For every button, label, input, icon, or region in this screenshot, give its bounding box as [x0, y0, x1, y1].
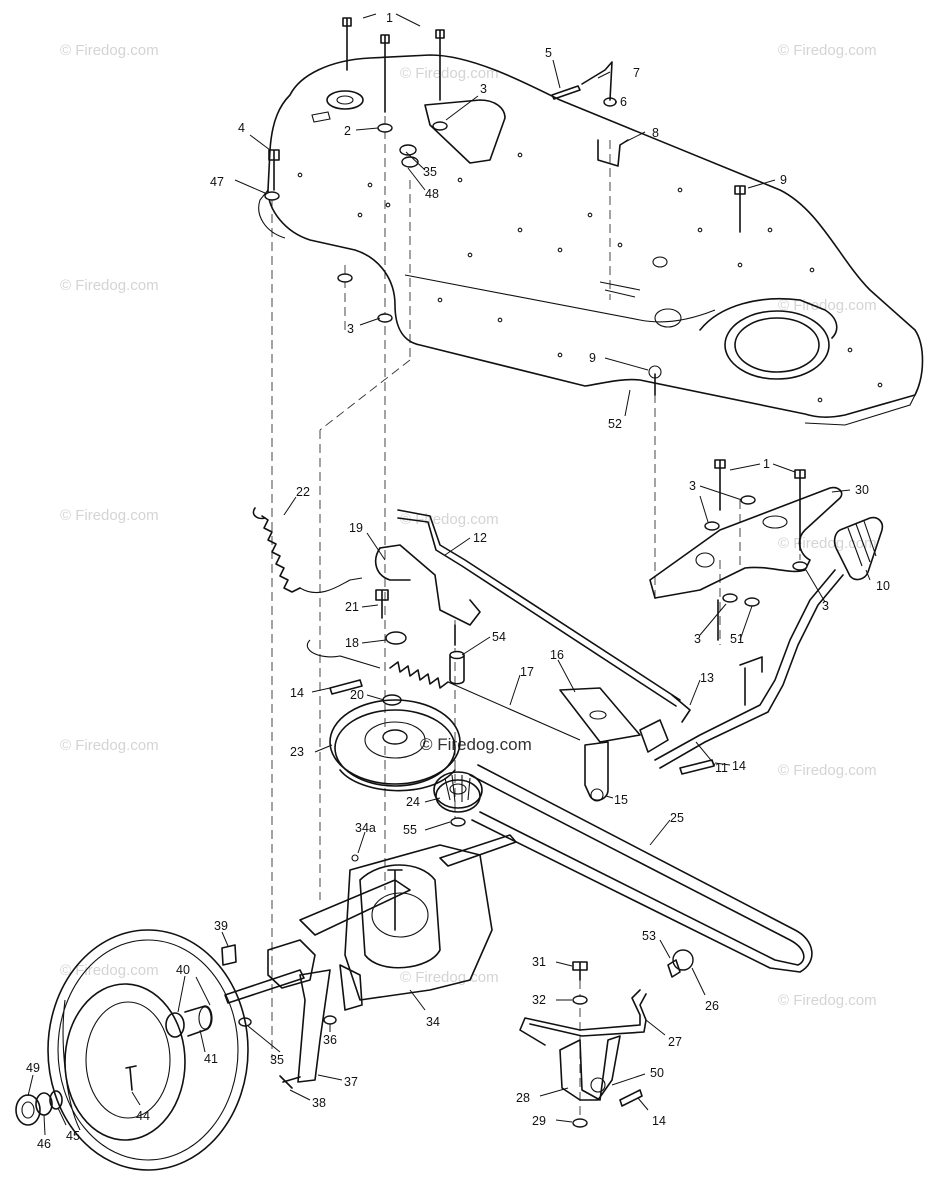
part-label: 9 [589, 351, 596, 365]
part-label: 16 [550, 648, 564, 662]
control-rod [374, 509, 691, 723]
part-label: 30 [855, 483, 869, 497]
watermark: © Firedog.com [778, 992, 877, 1009]
brake-parts [519, 949, 694, 1128]
transaxle [221, 834, 517, 1089]
part-label: 24 [406, 795, 420, 809]
part-label: 44 [136, 1109, 150, 1123]
part-label: 52 [608, 417, 622, 431]
idler-bracket [329, 679, 715, 802]
part-label: 25 [670, 811, 684, 825]
watermark: © Firedog.com [60, 962, 159, 979]
springs [252, 507, 581, 741]
part-label: 20 [350, 688, 364, 702]
part-label: 47 [210, 175, 224, 189]
watermark: © Firedog.com [400, 969, 499, 986]
control-bracket [649, 459, 884, 641]
part-label: 49 [26, 1061, 40, 1075]
part-label: 28 [516, 1091, 530, 1105]
part-label: 3 [822, 599, 829, 613]
watermark: © Firedog.com [778, 42, 877, 59]
part-label: 45 [66, 1129, 80, 1143]
watermark: © Firedog.com [60, 737, 159, 754]
callout-labels: 1 2 3 35 48 4 47 5 7 6 8 9 3 9 52 1 30 3… [26, 11, 890, 1151]
watermark: © Firedog.com [400, 65, 499, 82]
part-label: 31 [532, 955, 546, 969]
part-label: 3 [347, 322, 354, 336]
part-label: 27 [668, 1035, 682, 1049]
part-label: 23 [290, 745, 304, 759]
part-label: 36 [323, 1033, 337, 1047]
part-label: 54 [492, 630, 506, 644]
part-label: 10 [876, 579, 890, 593]
part-label: 14 [652, 1114, 666, 1128]
part-label: 5 [545, 46, 552, 60]
part-label: 13 [700, 671, 714, 685]
part-label: 38 [312, 1096, 326, 1110]
axle-spacers [165, 1005, 213, 1038]
frame-deck [258, 54, 924, 426]
part-label: 1 [386, 11, 393, 25]
part-label: 50 [650, 1066, 664, 1080]
part-label: 12 [473, 531, 487, 545]
part-label: 3 [480, 82, 487, 96]
wheel-tire [47, 929, 249, 1171]
part-label: 32 [532, 993, 546, 1007]
watermark: © Firedog.com [778, 535, 877, 552]
part-label: 9 [780, 173, 787, 187]
part-label: 41 [204, 1052, 218, 1066]
part-label: 19 [349, 521, 363, 535]
part-label: 48 [425, 187, 439, 201]
part-label: 26 [705, 999, 719, 1013]
part-label: 21 [345, 600, 359, 614]
watermark-center: © Firedog.com [420, 735, 532, 754]
part-label: 1 [763, 457, 770, 471]
watermarks: © Firedog.com © Firedog.com © Firedog.co… [60, 42, 877, 1009]
part-label: 4 [238, 121, 245, 135]
part-label: 11 [715, 761, 728, 775]
part-label: 8 [652, 126, 659, 140]
leader-lines [27, 13, 871, 1136]
spacer [449, 624, 465, 685]
latch-parts [551, 61, 629, 167]
part-label: 17 [520, 665, 534, 679]
watermark: © Firedog.com [60, 277, 159, 294]
drive-pulley [329, 699, 461, 792]
part-label: 6 [620, 95, 627, 109]
part-label: 35 [270, 1053, 284, 1067]
part-label: 3 [689, 479, 696, 493]
drive-belt [469, 764, 813, 973]
part-label: 14 [290, 686, 304, 700]
part-label: 18 [345, 636, 359, 650]
part-label: 15 [614, 793, 628, 807]
part-label: 7 [633, 66, 640, 80]
part-label: 55 [403, 823, 417, 837]
shift-lever [639, 569, 844, 769]
watermark: © Firedog.com [60, 42, 159, 59]
idler-pulley [433, 771, 483, 827]
part-label: 22 [296, 485, 310, 499]
part-label: 34 [426, 1015, 440, 1029]
watermark: © Firedog.com [778, 762, 877, 779]
part-label: 2 [344, 124, 351, 138]
deck-holes [297, 152, 883, 403]
part-label: 51 [730, 632, 744, 646]
part-label: 14 [732, 759, 746, 773]
part-label: 34a [355, 821, 376, 835]
part-label: 39 [214, 919, 228, 933]
part-label: 53 [642, 929, 656, 943]
part-label: 46 [37, 1137, 51, 1151]
part-label: 35 [423, 165, 437, 179]
part-label: 3 [694, 632, 701, 646]
part-label: 40 [176, 963, 190, 977]
part-label: 37 [344, 1075, 358, 1089]
watermark: © Firedog.com [60, 507, 159, 524]
part-label: 29 [532, 1114, 546, 1128]
